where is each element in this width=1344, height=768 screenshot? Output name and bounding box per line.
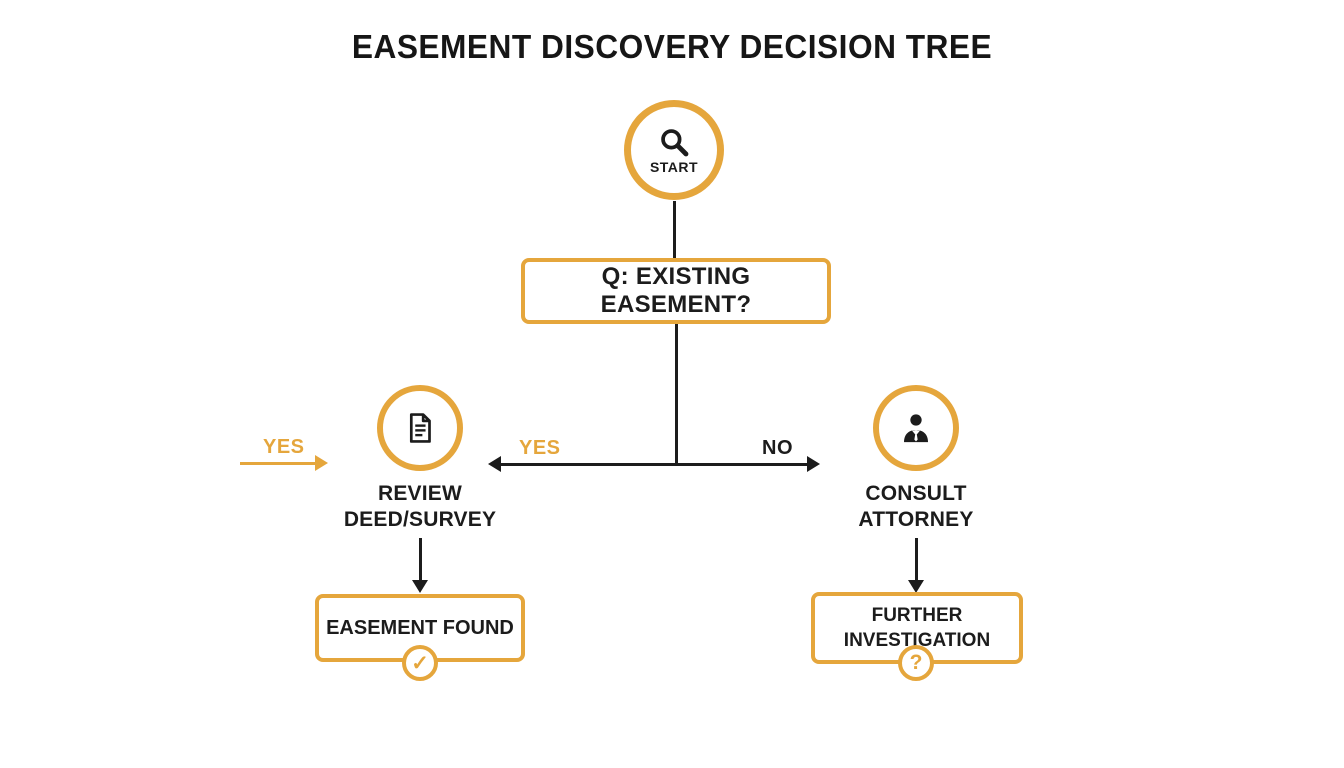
start-node: START	[624, 100, 724, 200]
stray-yes-line	[240, 462, 316, 465]
further-investigation-line2: INVESTIGATION	[843, 630, 991, 651]
document-icon	[401, 409, 439, 447]
consult-attorney-caption: CONSULT ATTORNEY	[806, 481, 1026, 533]
review-deed-node	[377, 385, 463, 471]
review-deed-caption-line1: REVIEW	[377, 482, 463, 505]
review-deed-caption: REVIEW DEED/SURVEY	[310, 481, 530, 533]
arrowhead-left-icon	[488, 456, 501, 472]
arrowhead-down-right-icon	[908, 580, 924, 593]
arrowhead-down-left-icon	[412, 580, 428, 593]
connector-review-result	[419, 538, 422, 582]
connector-consult-result	[915, 538, 918, 582]
question-label: Q: EXISTING EASEMENT?	[600, 263, 752, 318]
connector-branch-left	[500, 463, 677, 466]
person-icon	[896, 408, 936, 448]
connector-start-question	[673, 201, 676, 258]
easement-found-label: EASEMENT FOUND	[326, 616, 514, 639]
check-badge-icon: ✓	[402, 645, 438, 681]
further-investigation-line1: FURTHER	[871, 605, 963, 626]
arrowhead-right-icon	[807, 456, 820, 472]
start-label: START	[649, 158, 699, 175]
consult-attorney-node	[873, 385, 959, 471]
consult-attorney-caption-line2: ATTORNEY	[858, 508, 974, 531]
question-badge-icon: ?	[898, 645, 934, 681]
yes-edge-label: YES	[519, 437, 561, 459]
no-edge-label: NO	[762, 437, 793, 459]
magnifier-icon	[658, 126, 690, 158]
consult-attorney-caption-line1: CONSULT	[865, 482, 967, 505]
review-deed-caption-line2: DEED/SURVEY	[343, 508, 497, 531]
question-box: Q: EXISTING EASEMENT?	[521, 258, 831, 324]
connector-question-branch	[675, 324, 678, 465]
stray-yes-label: YES	[263, 436, 305, 458]
connector-branch-right	[677, 463, 807, 466]
page-title: EASEMENT DISCOVERY DECISION TREE	[351, 28, 993, 65]
stray-yes-arrowhead-icon	[315, 455, 328, 471]
